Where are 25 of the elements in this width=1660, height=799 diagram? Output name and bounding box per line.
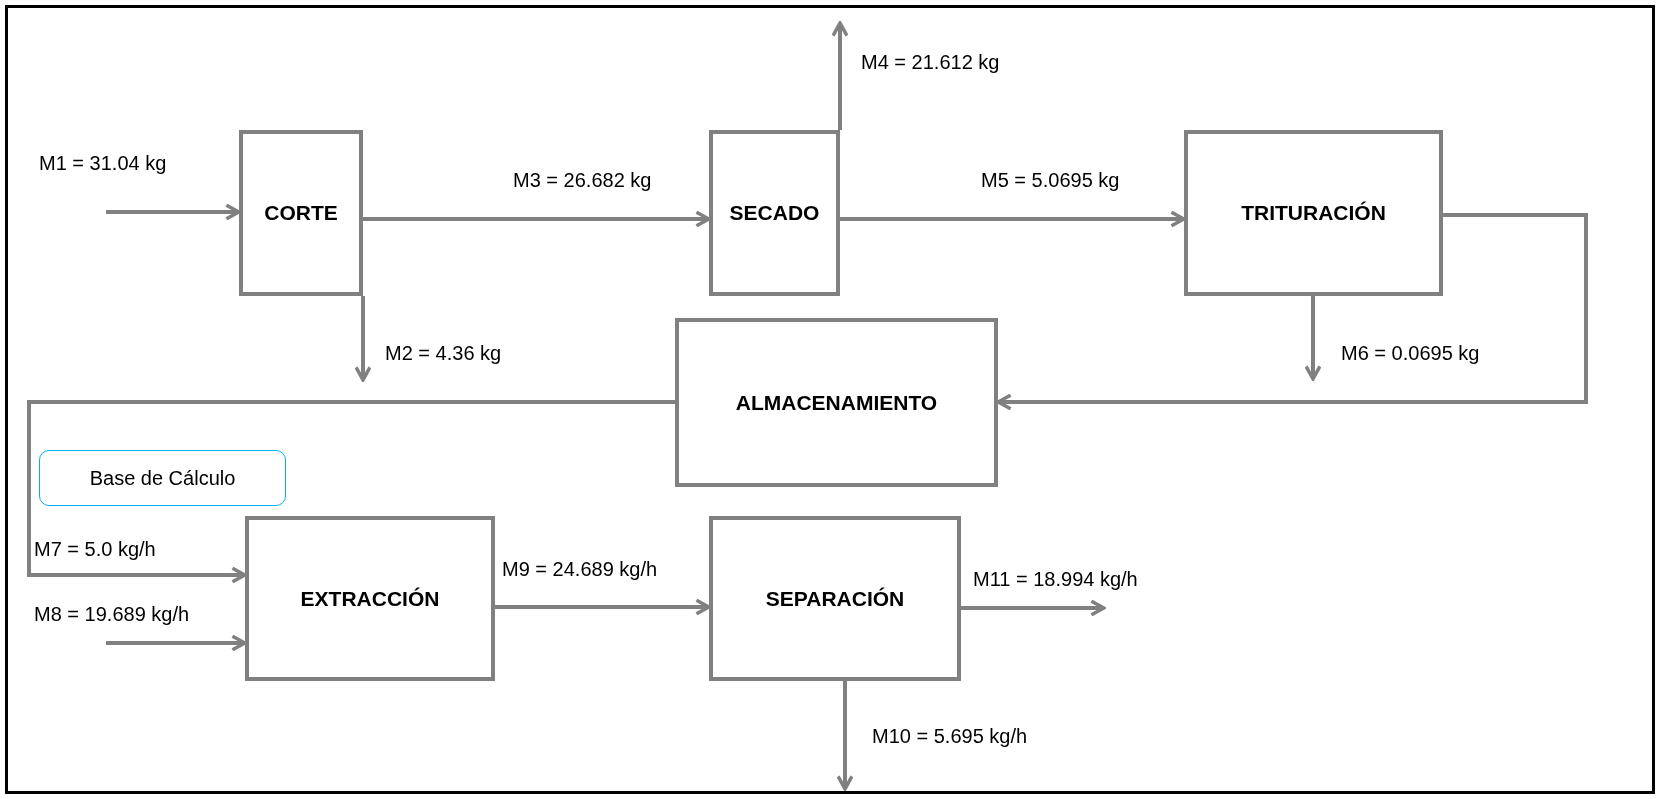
- process-box: TRITURACIÓN: [1184, 130, 1443, 296]
- note-box: Base de Cálculo: [39, 450, 286, 506]
- process-box: CORTE: [239, 130, 363, 296]
- arrow: [831, 21, 849, 130]
- edge-label: M4 = 21.612 kg: [859, 51, 1002, 74]
- edge-label: M6 = 0.0695 kg: [1339, 342, 1482, 365]
- process-box: SECADO: [709, 130, 840, 296]
- arrow: [106, 634, 247, 652]
- arrow: [840, 210, 1186, 228]
- edge-label: M11 = 18.994 kg/h: [971, 568, 1140, 591]
- process-box: EXTRACCIÓN: [245, 516, 495, 681]
- arrow: [354, 296, 372, 382]
- arrow: [495, 598, 711, 616]
- edge-label: M7 = 5.0 kg/h: [32, 538, 158, 561]
- edge-label: M1 = 31.04 kg: [37, 152, 169, 175]
- arrow: [106, 203, 241, 221]
- process-box: ALMACENAMIENTO: [675, 318, 998, 487]
- arrow: [836, 681, 854, 791]
- edge-label: M5 = 5.0695 kg: [979, 169, 1122, 192]
- process-box: SEPARACIÓN: [709, 516, 961, 681]
- arrow: [961, 599, 1106, 617]
- arrow: [363, 210, 711, 228]
- arrow: [1304, 296, 1322, 381]
- edge-label: M3 = 26.682 kg: [511, 169, 654, 192]
- arrow: [27, 400, 675, 584]
